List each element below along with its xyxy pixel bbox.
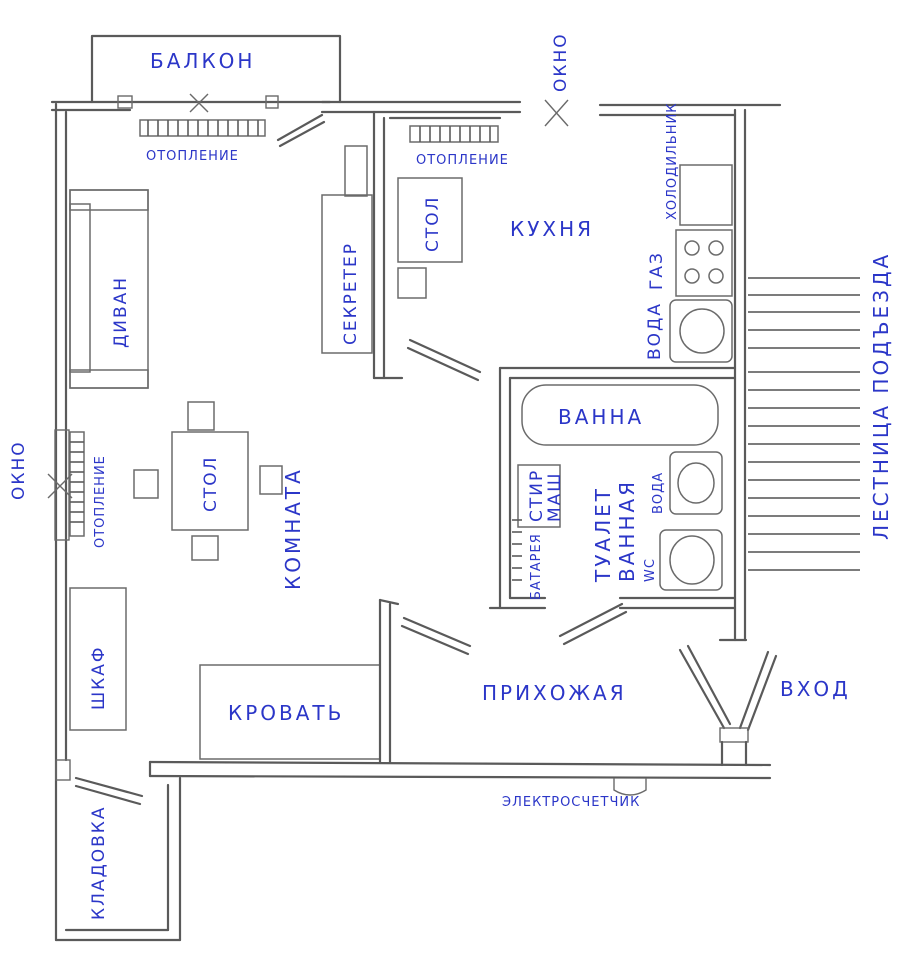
entrance-door xyxy=(678,644,778,767)
washing-machine xyxy=(517,464,561,528)
balcony-label: БАЛКОН xyxy=(150,49,255,73)
window-left xyxy=(54,429,70,541)
window-top-kitchen-icon xyxy=(544,99,569,127)
hallway-label: ПРИХОЖАЯ xyxy=(482,681,627,705)
room-label: КОМНАТА xyxy=(281,467,305,590)
water-bath-label: ВОДА xyxy=(651,472,666,514)
electric-meter-label: ЭЛЕКТРОСЧЕТЧИК xyxy=(502,795,640,810)
heating-left-label: ОТОПЛЕНИЕ xyxy=(93,455,108,548)
stairs-label: ЛЕСТНИЦА ПОДЪЕЗДА xyxy=(869,252,893,540)
storage-label: КЛАДОВКА xyxy=(89,805,109,920)
heating-kitchen-label: ОТОПЛЕНИЕ xyxy=(416,153,509,168)
outer-walls xyxy=(50,95,782,942)
washing-machine-label-2: МАШ xyxy=(545,472,565,522)
window-top-label: ОКНО xyxy=(551,32,571,92)
stairwell xyxy=(748,277,860,571)
radiator-kitchen xyxy=(409,125,499,143)
washing-machine-label-1: СТИР xyxy=(527,469,547,522)
wardrobe-label: ШКАФ xyxy=(89,645,109,710)
bath-label: ВАННА xyxy=(558,405,644,429)
bathroom-sink xyxy=(669,451,723,515)
bathtub xyxy=(521,384,719,446)
window-top-left-icon xyxy=(189,93,209,113)
balcony-outline xyxy=(90,34,342,104)
secretary-desk xyxy=(321,194,373,354)
gas-label: ГАЗ xyxy=(647,251,667,290)
gas-stove xyxy=(675,229,733,297)
toilet-label: ТУАЛЕТ xyxy=(591,486,615,583)
electric-meter xyxy=(613,778,647,796)
wc-label: WC xyxy=(643,558,658,582)
sofa xyxy=(69,189,149,389)
secretary-label: СЕКРЕТЕР xyxy=(341,242,361,345)
sofa-label: ДИВАН xyxy=(111,276,131,348)
kitchen-sink xyxy=(669,299,733,363)
entrance-label: ВХОД xyxy=(780,677,851,701)
window-left-label: ОКНО xyxy=(9,440,29,500)
room-chair-bottom xyxy=(191,535,219,561)
fridge xyxy=(679,164,733,226)
battery-label: БАТАРЕЯ xyxy=(529,533,544,600)
bed-label: КРОВАТЬ xyxy=(228,701,344,725)
window-left-icon xyxy=(47,473,73,499)
battery-radiator xyxy=(512,519,522,581)
kitchen-table xyxy=(397,177,463,263)
balcony-door xyxy=(276,113,324,142)
kitchen-door xyxy=(408,338,482,374)
toilet xyxy=(659,529,723,591)
room-door xyxy=(402,616,472,648)
fridge-label: ХОЛОДИЛЬНИК xyxy=(665,103,680,220)
room-table xyxy=(171,431,249,531)
heating-top-left-label: ОТОПЛЕНИЕ xyxy=(146,149,239,164)
radiator-left xyxy=(69,431,85,537)
room-table-label: СТОЛ xyxy=(201,456,221,512)
bathroom-door xyxy=(558,602,624,638)
wardrobe xyxy=(69,587,127,731)
room-chair-left xyxy=(133,469,159,499)
kitchen-chair xyxy=(397,267,427,299)
storage-door xyxy=(74,776,144,798)
kitchen-label: КУХНЯ xyxy=(510,217,594,241)
room-chair-top xyxy=(187,401,215,431)
radiator-top-left xyxy=(139,119,266,137)
bathroom-label: ВАННАЯ xyxy=(615,479,639,582)
kitchen-table-label: СТОЛ xyxy=(423,196,443,252)
water-kitchen-label: ВОДА xyxy=(645,302,665,360)
room-chair-right xyxy=(259,465,283,495)
